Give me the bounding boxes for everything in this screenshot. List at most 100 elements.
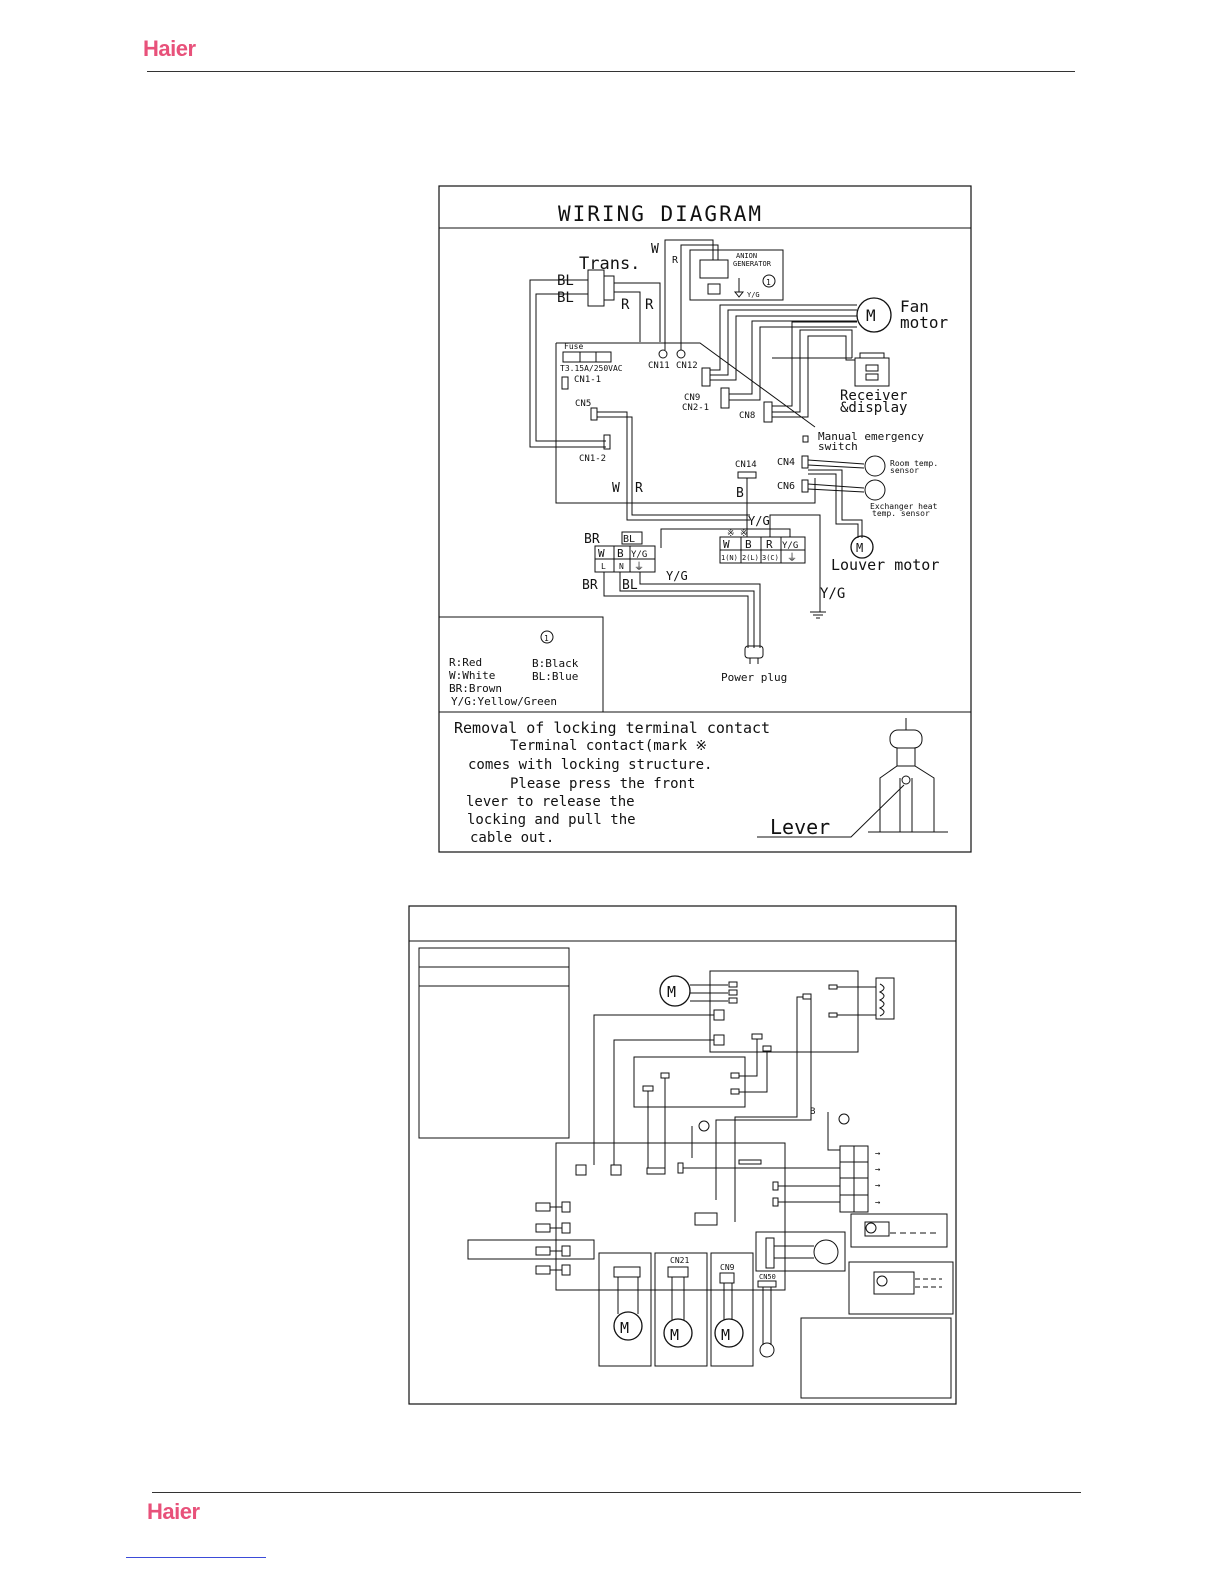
- removal-line-4: lever to release the: [466, 794, 635, 810]
- removal-line-3: Please press the front: [510, 776, 695, 792]
- svg-text:→: →: [875, 1181, 881, 1191]
- power-plug-label: Power plug: [721, 671, 787, 684]
- wire-br-upper: BR: [584, 532, 600, 547]
- legend-white: W:White: [449, 669, 495, 682]
- wire-r-anion: R: [672, 255, 679, 266]
- manual-switch-label-2: switch: [818, 440, 858, 453]
- lever-drawing: [757, 718, 948, 838]
- legend-black: B:Black: [532, 657, 579, 670]
- louver-motor-icon: [850, 535, 874, 559]
- terminal-left-l: L: [601, 562, 606, 571]
- cn5-label: CN5: [575, 399, 591, 409]
- legend-yellow-green: Y/G:Yellow/Green: [451, 695, 557, 708]
- cn1-1-label: CN1-1: [574, 375, 601, 385]
- receiver-label-1: Receiver: [840, 388, 907, 404]
- terminal-right-w: W: [723, 538, 730, 551]
- anion-marker: 1: [766, 278, 771, 287]
- trans-label: Trans.: [579, 254, 640, 274]
- fan-motor-icon: [856, 297, 892, 333]
- cn12-label: CN12: [676, 361, 698, 371]
- header-rule: [147, 71, 1075, 72]
- exchanger-sensor-label-1: Exchanger heat: [870, 502, 938, 511]
- power-plug-icon: [744, 645, 764, 659]
- terminal-right-1n: 1(N): [721, 554, 738, 562]
- manual-switch-label-1: Manual emergency: [818, 430, 924, 443]
- exchanger-sensor-label-2: temp. sensor: [872, 509, 930, 518]
- terminal-right-3c: 3(C): [762, 554, 779, 562]
- removal-line-2: comes with locking structure.: [468, 757, 712, 773]
- terminal-left-b: B: [617, 547, 624, 560]
- wire-yg-lower: Y/G: [666, 569, 688, 583]
- schematic-motor-symbol-1: M: [667, 983, 676, 1001]
- svg-text:→: →: [875, 1198, 881, 1208]
- room-sensor-label-2: sensor: [890, 466, 919, 475]
- cn9-label: CN9: [684, 393, 700, 403]
- wire-yg-ground: Y/G: [820, 586, 845, 602]
- wire-bl-terminal: BL: [623, 534, 635, 545]
- receiver-label-2: &display: [840, 400, 907, 416]
- fan-motor-label-1: Fan: [900, 297, 929, 316]
- legend-brown: BR:Brown: [449, 682, 502, 695]
- legend-red: R:Red: [449, 656, 482, 669]
- schematic-cn21-label: CN21: [670, 1256, 689, 1265]
- louver-motor-symbol: M: [856, 541, 863, 555]
- fuse-label: Fuse: [564, 342, 583, 351]
- schematic-cn50-label: CN50: [759, 1273, 776, 1281]
- terminal-left-n: N: [619, 562, 624, 571]
- fan-motor-label-2: motor: [900, 313, 949, 332]
- legend-blue: BL:Blue: [532, 670, 578, 683]
- footer-rule: [152, 1492, 1081, 1493]
- cn8-label: CN8: [739, 411, 755, 421]
- wire-r-trans-1: R: [621, 297, 630, 313]
- cn11-label: CN11: [648, 361, 670, 371]
- anion-yg: Y/G: [747, 291, 760, 299]
- legend-marker: 1: [544, 634, 549, 643]
- terminal-left-w: W: [598, 547, 605, 560]
- schematic-motor-2-icon: [663, 1318, 693, 1348]
- terminal-left-ground: ⏚: [634, 561, 644, 573]
- terminal-right-b: B: [745, 538, 752, 551]
- fan-motor-symbol: M: [866, 306, 876, 325]
- wire-yg-upper: Y/G: [748, 514, 770, 528]
- room-sensor-icon: [864, 455, 886, 477]
- wire-bl-1: BL: [557, 273, 574, 289]
- terminal-right-ground: ⏚: [787, 552, 797, 564]
- wire-w-board: W: [612, 481, 620, 496]
- removal-line-6: cable out.: [470, 830, 554, 846]
- removal-line-1: Terminal contact(mark ※: [510, 738, 707, 754]
- terminal-left-yg: Y/G: [631, 550, 647, 560]
- schematic-motor-3-icon: [714, 1318, 744, 1348]
- terminal-marks: ※ ※: [727, 529, 748, 539]
- louver-motor-label: Louver motor: [831, 556, 939, 574]
- cn14-label: CN14: [735, 460, 757, 470]
- terminal-right-r: R: [766, 538, 773, 551]
- wire-bl-lower: BL: [622, 578, 638, 593]
- wire-w-anion: W: [651, 242, 659, 257]
- cn4-label: CN4: [777, 457, 795, 468]
- svg-text:→: →: [875, 1165, 881, 1175]
- footer-logo: Haier: [147, 1499, 200, 1524]
- wire-r-board: R: [635, 481, 643, 496]
- wire-b-cn14: B: [736, 486, 744, 501]
- anion-label-1: ANION: [736, 252, 757, 260]
- removal-line-5: locking and pull the: [467, 812, 636, 828]
- cn6-label: CN6: [777, 481, 795, 492]
- wire-r-trans-2: R: [645, 297, 654, 313]
- removal-title: Removal of locking terminal contact: [454, 719, 770, 737]
- schematic-b-label: B: [810, 1107, 815, 1117]
- exchanger-sensor-icon: [864, 479, 886, 501]
- schematic-fan-motor-icon: [659, 975, 691, 1007]
- cn1-2-label: CN1-2: [579, 454, 606, 464]
- schematic-cn9-label: CN9: [720, 1263, 735, 1272]
- svg-text:→: →: [875, 1149, 881, 1159]
- schematic-motor-symbol-4: M: [721, 1326, 730, 1344]
- footer-link-underline: [126, 1557, 266, 1558]
- lever-label: Lever: [770, 815, 830, 839]
- schematic-motor-symbol-3: M: [670, 1326, 679, 1344]
- anion-label-2: GENERATOR: [733, 260, 772, 268]
- terminal-right-yg: Y/G: [782, 541, 798, 551]
- header-logo: Haier: [143, 36, 196, 61]
- room-sensor-label-1: Room temp.: [890, 459, 938, 468]
